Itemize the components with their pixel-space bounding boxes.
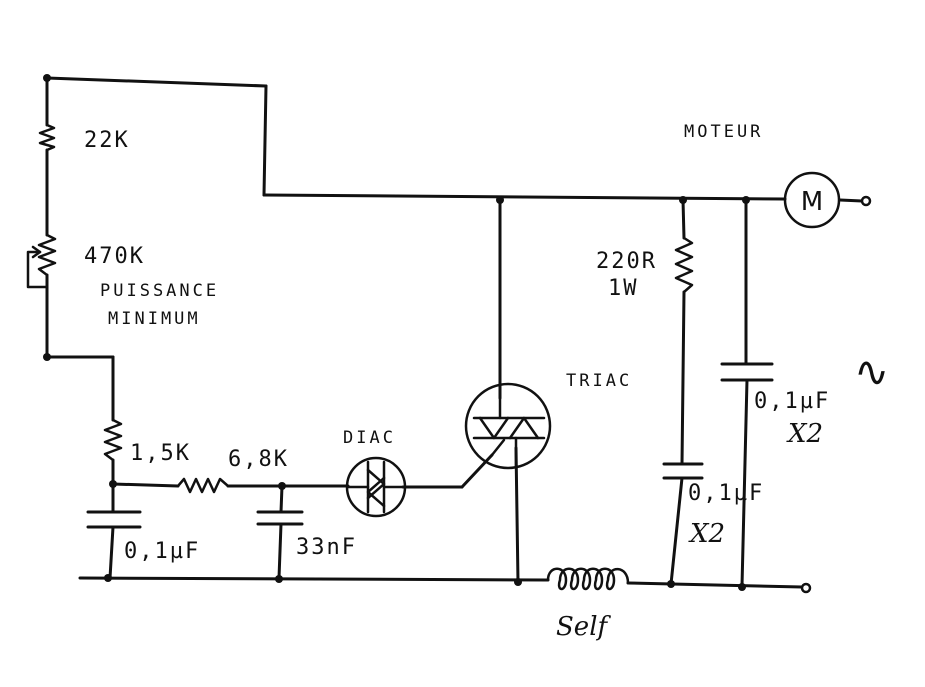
potentiometer-note-line2: MINIMUM xyxy=(108,309,201,329)
resistor-22k xyxy=(38,123,56,152)
resistor-220r-label: 220R xyxy=(596,249,657,274)
capacitor-0-1uf-x2-middle xyxy=(662,462,704,480)
resistor-1-5k xyxy=(103,418,123,462)
wiring xyxy=(45,76,864,589)
potentiometer-470k xyxy=(26,233,57,289)
resistor-6-8k-label: 6,8K xyxy=(228,447,289,472)
diac-label: DIAC xyxy=(343,428,396,448)
capacitor-right-class: X2 xyxy=(786,419,823,449)
terminal-bottom xyxy=(800,582,812,594)
resistor-1-5k-label: 1,5K xyxy=(130,441,191,466)
potentiometer-value-label: 470K xyxy=(84,244,145,269)
capacitor-middle-class: X2 xyxy=(688,519,725,549)
motor-label: MOTEUR xyxy=(684,122,763,142)
potentiometer-note-line1: PUISSANCE xyxy=(100,281,219,301)
resistor-22k-label: 22K xyxy=(84,128,130,153)
inductor-coil xyxy=(546,567,630,591)
junction-dots xyxy=(43,74,750,591)
triac-symbol xyxy=(464,382,552,470)
inductor-label: Self xyxy=(556,612,612,642)
capacitor-right-label: 0,1µF xyxy=(754,389,830,414)
capacitor-33nf-label: 33nF xyxy=(296,535,357,560)
motor-symbol xyxy=(783,171,841,229)
mains-ac-symbol: ∿ xyxy=(854,347,889,396)
resistor-6-8k xyxy=(176,477,230,494)
capacitor-left-label: 0,1µF xyxy=(124,539,200,564)
terminal-top xyxy=(860,195,872,207)
capacitor-0-1uf-x2-right xyxy=(720,362,774,382)
triac-label: TRIAC xyxy=(566,371,632,391)
capacitor-0-1uf-left xyxy=(86,510,142,529)
capacitor-33nf xyxy=(256,510,304,526)
resistor-220r xyxy=(674,236,694,294)
motor-symbol-letter: M xyxy=(801,187,823,217)
diac-symbol xyxy=(345,456,407,518)
resistor-220r-rating: 1W xyxy=(608,276,639,301)
capacitor-middle-label: 0,1µF xyxy=(688,481,764,506)
